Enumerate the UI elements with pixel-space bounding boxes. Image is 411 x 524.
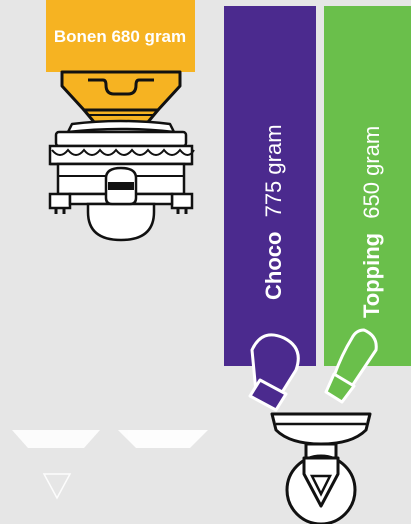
topping-spout xyxy=(332,328,378,388)
mixer-unit xyxy=(270,412,372,524)
topping-amount: 650 gram xyxy=(359,126,384,219)
grinder-cap-slot xyxy=(108,182,134,190)
grinder-teeth xyxy=(51,148,195,156)
faded-funnels xyxy=(12,430,208,500)
choco-name: Choco xyxy=(261,232,286,300)
faded-funnel-right xyxy=(118,430,208,448)
hopper-inner-lock xyxy=(88,78,154,96)
mixer-nozzle xyxy=(302,456,340,508)
choco-container[interactable]: Choco 775 gram xyxy=(224,6,316,412)
choco-label: Choco 775 gram xyxy=(261,124,286,300)
faded-nozzle xyxy=(42,473,72,500)
beans-hopper-box[interactable] xyxy=(46,0,195,72)
grinder-collar xyxy=(66,119,176,134)
grinder-spout xyxy=(86,202,156,242)
topping-spout-tip xyxy=(324,372,356,404)
mixer-cup xyxy=(270,412,372,446)
mixer-nozzle-inner xyxy=(309,474,333,497)
topping-name: Topping xyxy=(359,233,384,318)
topping-container[interactable]: Topping 650 gram xyxy=(324,6,411,404)
faded-funnel-left xyxy=(12,430,100,448)
choco-spout-tip xyxy=(248,378,288,412)
grinder-left-leg xyxy=(48,192,72,214)
choco-amount: 775 gram xyxy=(261,124,286,217)
grinder-ring xyxy=(54,130,188,148)
choco-canister[interactable] xyxy=(224,6,316,366)
hopper-body xyxy=(60,70,182,112)
beans-hopper-label: Bonen 680 gram xyxy=(54,27,186,46)
topping-canister[interactable] xyxy=(324,6,411,366)
topping-label: Topping 650 gram xyxy=(359,126,384,318)
grinder-right-leg xyxy=(170,192,194,214)
beans-hopper[interactable]: Bonen 680 gram xyxy=(46,0,195,242)
